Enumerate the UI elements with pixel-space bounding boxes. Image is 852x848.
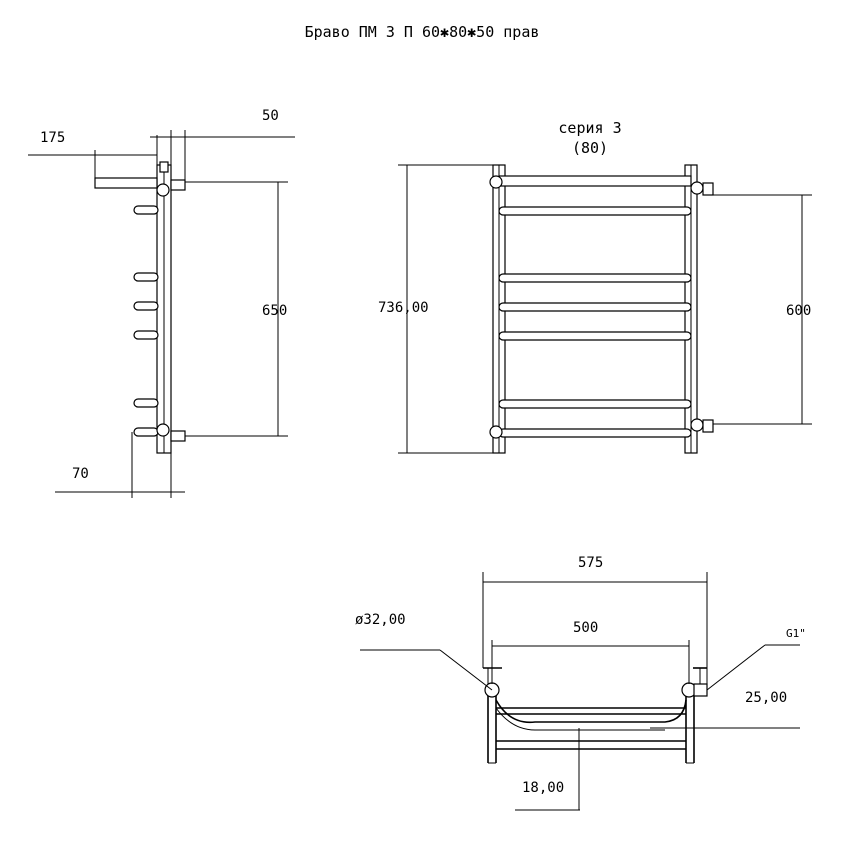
side-top-rail — [94, 177, 158, 189]
front-rungs — [498, 206, 692, 438]
front-top-rail — [498, 175, 692, 187]
top-dim-575: 575 — [578, 555, 603, 571]
side-bottom-connector — [156, 423, 170, 437]
series-width: (80) — [572, 139, 608, 157]
series-label: серия 3 — [558, 119, 621, 137]
front-dim-736: 736,00 — [378, 300, 429, 316]
top-dim-diameter: ø32,00 — [355, 612, 406, 628]
side-dim-50: 50 — [262, 108, 279, 124]
top-dim-18: 18,00 — [522, 780, 564, 796]
top-dim-thread: G1" — [786, 627, 806, 640]
top-tray-curve — [495, 699, 687, 724]
side-dim-650: 650 — [262, 303, 287, 319]
front-view: серия 3 (80) 736,00 600 — [378, 119, 812, 454]
front-bottom-right-connector — [690, 418, 704, 432]
front-dim-600: 600 — [786, 303, 811, 319]
side-view: 175 50 650 70 — [28, 108, 295, 498]
drawing-title: Браво ПМ 3 П 60✱80✱50 прав — [305, 23, 540, 41]
top-view: 575 500 ø32,00 G1" 25,00 18,00 — [355, 555, 806, 811]
side-dim-70: 70 — [72, 466, 89, 482]
top-dim-25: 25,00 — [745, 690, 787, 706]
side-rungs — [133, 205, 159, 437]
front-top-right-connector — [690, 181, 704, 195]
side-top-connector — [156, 183, 170, 197]
side-dim-175: 175 — [40, 130, 65, 146]
top-dim-500: 500 — [573, 620, 598, 636]
